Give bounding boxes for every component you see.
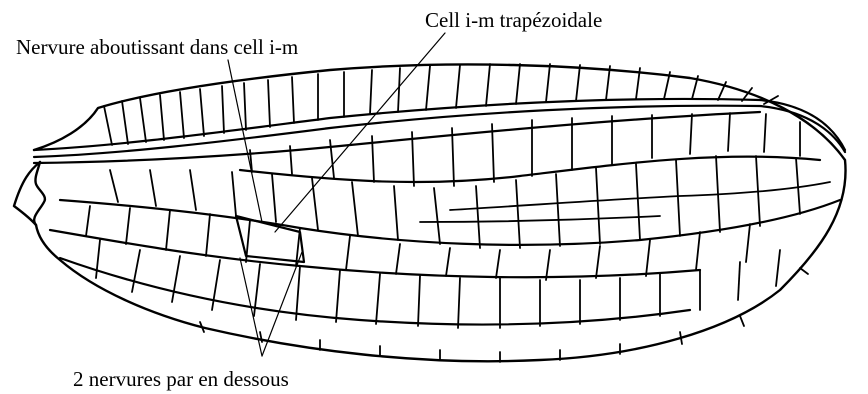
cell-im-label: Cell i-m trapézoidale: [425, 8, 602, 32]
marginal-crossveins: [200, 268, 808, 362]
two-nervures-label: 2 nervures par en dessous: [73, 367, 289, 391]
nervure-im-label: Nervure aboutissant dans cell i-m: [16, 35, 298, 59]
median-crossveins: [110, 156, 830, 248]
anal-vein: [60, 258, 690, 325]
wing-base: [34, 162, 45, 225]
radial-sector: [240, 157, 820, 182]
leader-two-nervures-b: [262, 252, 302, 356]
